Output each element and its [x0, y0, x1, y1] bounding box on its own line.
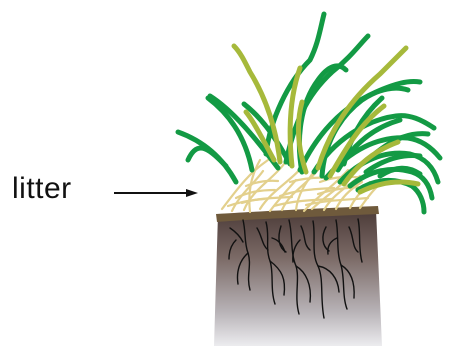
arrow-right-icon	[114, 189, 198, 197]
